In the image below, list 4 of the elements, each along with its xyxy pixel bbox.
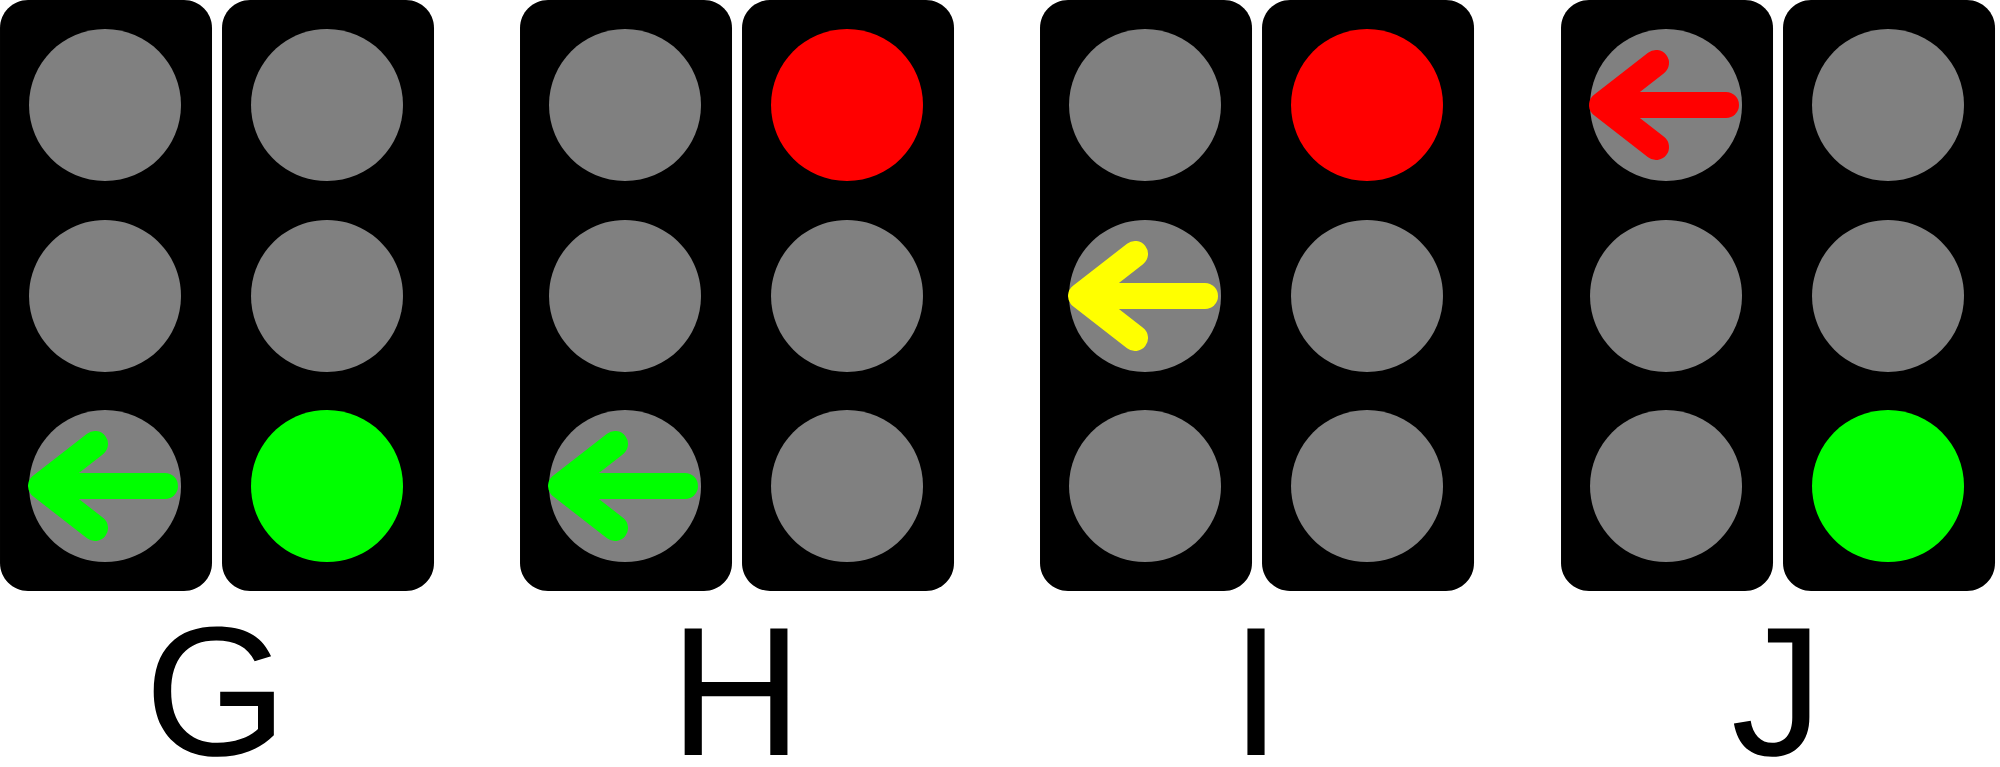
letter-label: H bbox=[684, 628, 788, 755]
letter-label: I bbox=[1247, 628, 1265, 755]
letter-label: G bbox=[153, 626, 274, 757]
letter-label: J bbox=[1733, 628, 1810, 757]
